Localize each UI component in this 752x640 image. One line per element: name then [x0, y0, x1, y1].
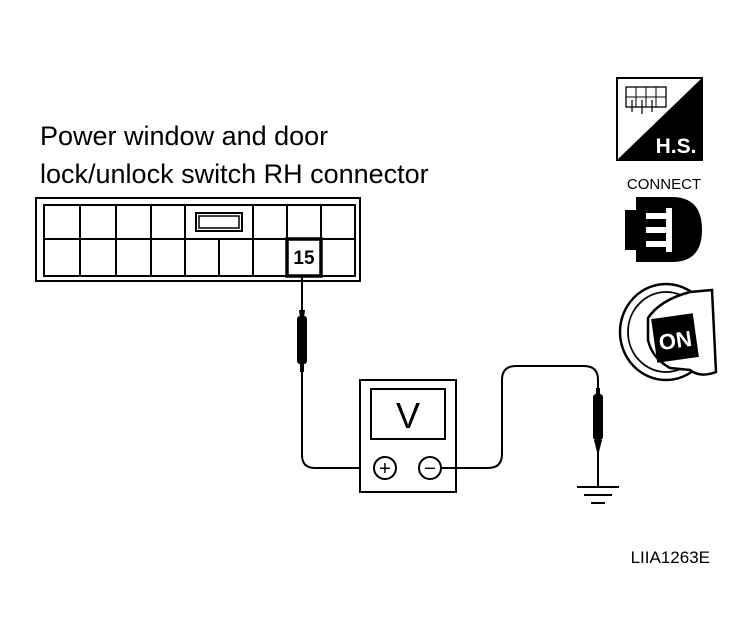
diagram-title-line-2: lock/unlock switch RH connector: [40, 159, 429, 189]
diagram-title-line-1: Power window and door: [40, 121, 329, 151]
plus-terminal-label: +: [379, 458, 391, 480]
ground-icon: [577, 486, 619, 504]
positive-probe: [297, 276, 372, 469]
minus-terminal-label: −: [424, 458, 436, 480]
connect-icon: [625, 197, 702, 262]
connector: 15: [35, 197, 361, 282]
ignition-on-icon: ON: [618, 282, 718, 382]
negative-probe: [441, 365, 603, 486]
harness-side-icon: H.S.: [616, 77, 703, 161]
harness-side-label: H.S.: [656, 135, 697, 158]
connect-label: CONNECT: [627, 176, 701, 193]
figure-code: LIIA1263E: [631, 548, 710, 567]
terminal-15: [285, 237, 323, 278]
voltmeter: V + −: [359, 379, 457, 493]
ignition-on-label: ON: [657, 326, 693, 355]
plus-terminal: [373, 456, 397, 480]
terminal-15-label: 15: [293, 248, 315, 269]
meter-display: V: [396, 395, 420, 436]
